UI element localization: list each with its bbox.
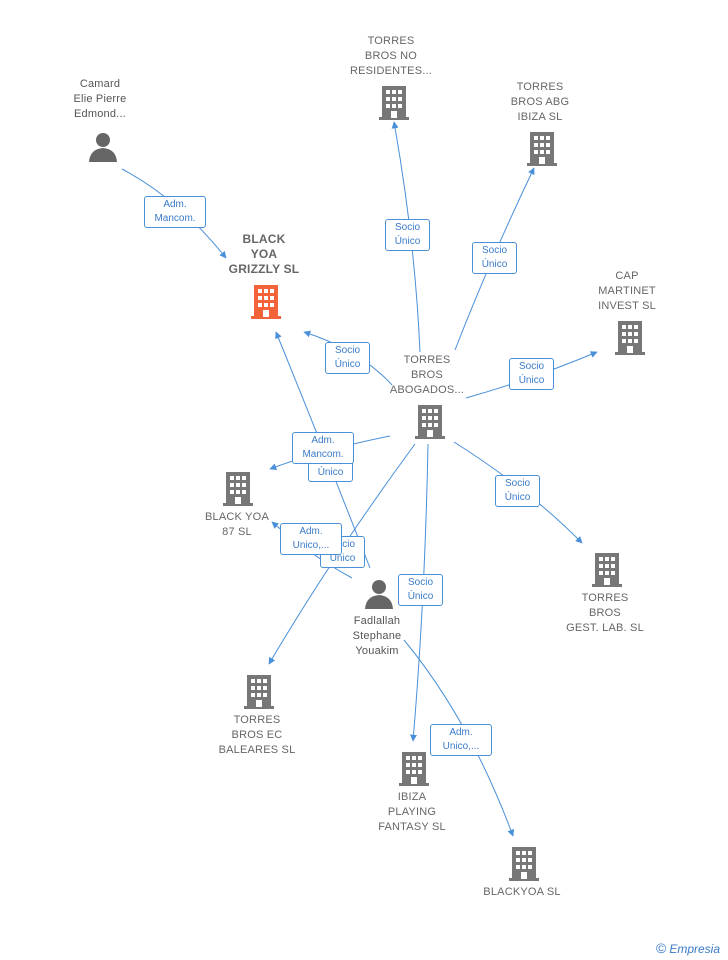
node-label: TORRES BROS EC BALEARES SL (218, 714, 296, 756)
node-label: CAP MARTINET INVEST SL (598, 270, 656, 312)
building-icon (223, 472, 253, 506)
edge-label-fadlallah-grizzly[interactable]: Adm. Mancom. (292, 432, 354, 464)
edge-label-fadlallah-black-yoa-87[interactable]: Adm. Unico,... (280, 523, 342, 555)
node-label: Camard Elie Pierre Edmond... (73, 78, 127, 120)
building-icon (415, 405, 445, 439)
person-icon (89, 133, 117, 162)
building-icon (399, 752, 429, 786)
edge-label-abogados-ibiza-playing[interactable]: Socio Único (398, 574, 443, 606)
brand-name: Empresia (669, 942, 720, 956)
node-label: BLACK YOA 87 SL (205, 511, 269, 538)
node-label: TORRES BROS ABOGADOS... (389, 354, 465, 396)
node-label: BLACK YOA GRIZZLY SL (228, 232, 300, 276)
copyright-icon: © (655, 940, 667, 956)
building-icon (379, 86, 409, 120)
node-label: TORRES BROS GEST. LAB. SL (566, 592, 644, 634)
building-icon (527, 132, 557, 166)
node-label: Fadlallah Stephane Youakim (352, 615, 402, 657)
node-label: TORRES BROS ABG IBIZA SL (510, 81, 570, 123)
edge-label-abogados-gest-lab[interactable]: Socio Único (495, 475, 540, 507)
brand-logo: ©Empresia (656, 940, 720, 956)
edge-label-abogados-no-residentes[interactable]: Socio Único (385, 219, 430, 251)
person-icon (365, 580, 393, 609)
node-label: TORRES BROS NO RESIDENTES... (349, 35, 433, 77)
edge-label-camard-grizzly[interactable]: Adm. Mancom. (144, 196, 206, 228)
edge-label-fadlallah-blackyoa[interactable]: Adm. Unico,... (430, 724, 492, 756)
edge-label-abogados-cap-martinet[interactable]: Socio Único (509, 358, 554, 390)
building-icon (251, 285, 281, 319)
node-label: BLACKYOA SL (483, 886, 561, 898)
building-icon (615, 321, 645, 355)
building-icon (592, 553, 622, 587)
edge-label-abogados-grizzly[interactable]: Socio Único (325, 342, 370, 374)
node-label: IBIZA PLAYING FANTASY SL (378, 791, 446, 833)
edge-label-abogados-abg-ibiza[interactable]: Socio Único (472, 242, 517, 274)
building-icon (244, 675, 274, 709)
building-icon (509, 847, 539, 881)
